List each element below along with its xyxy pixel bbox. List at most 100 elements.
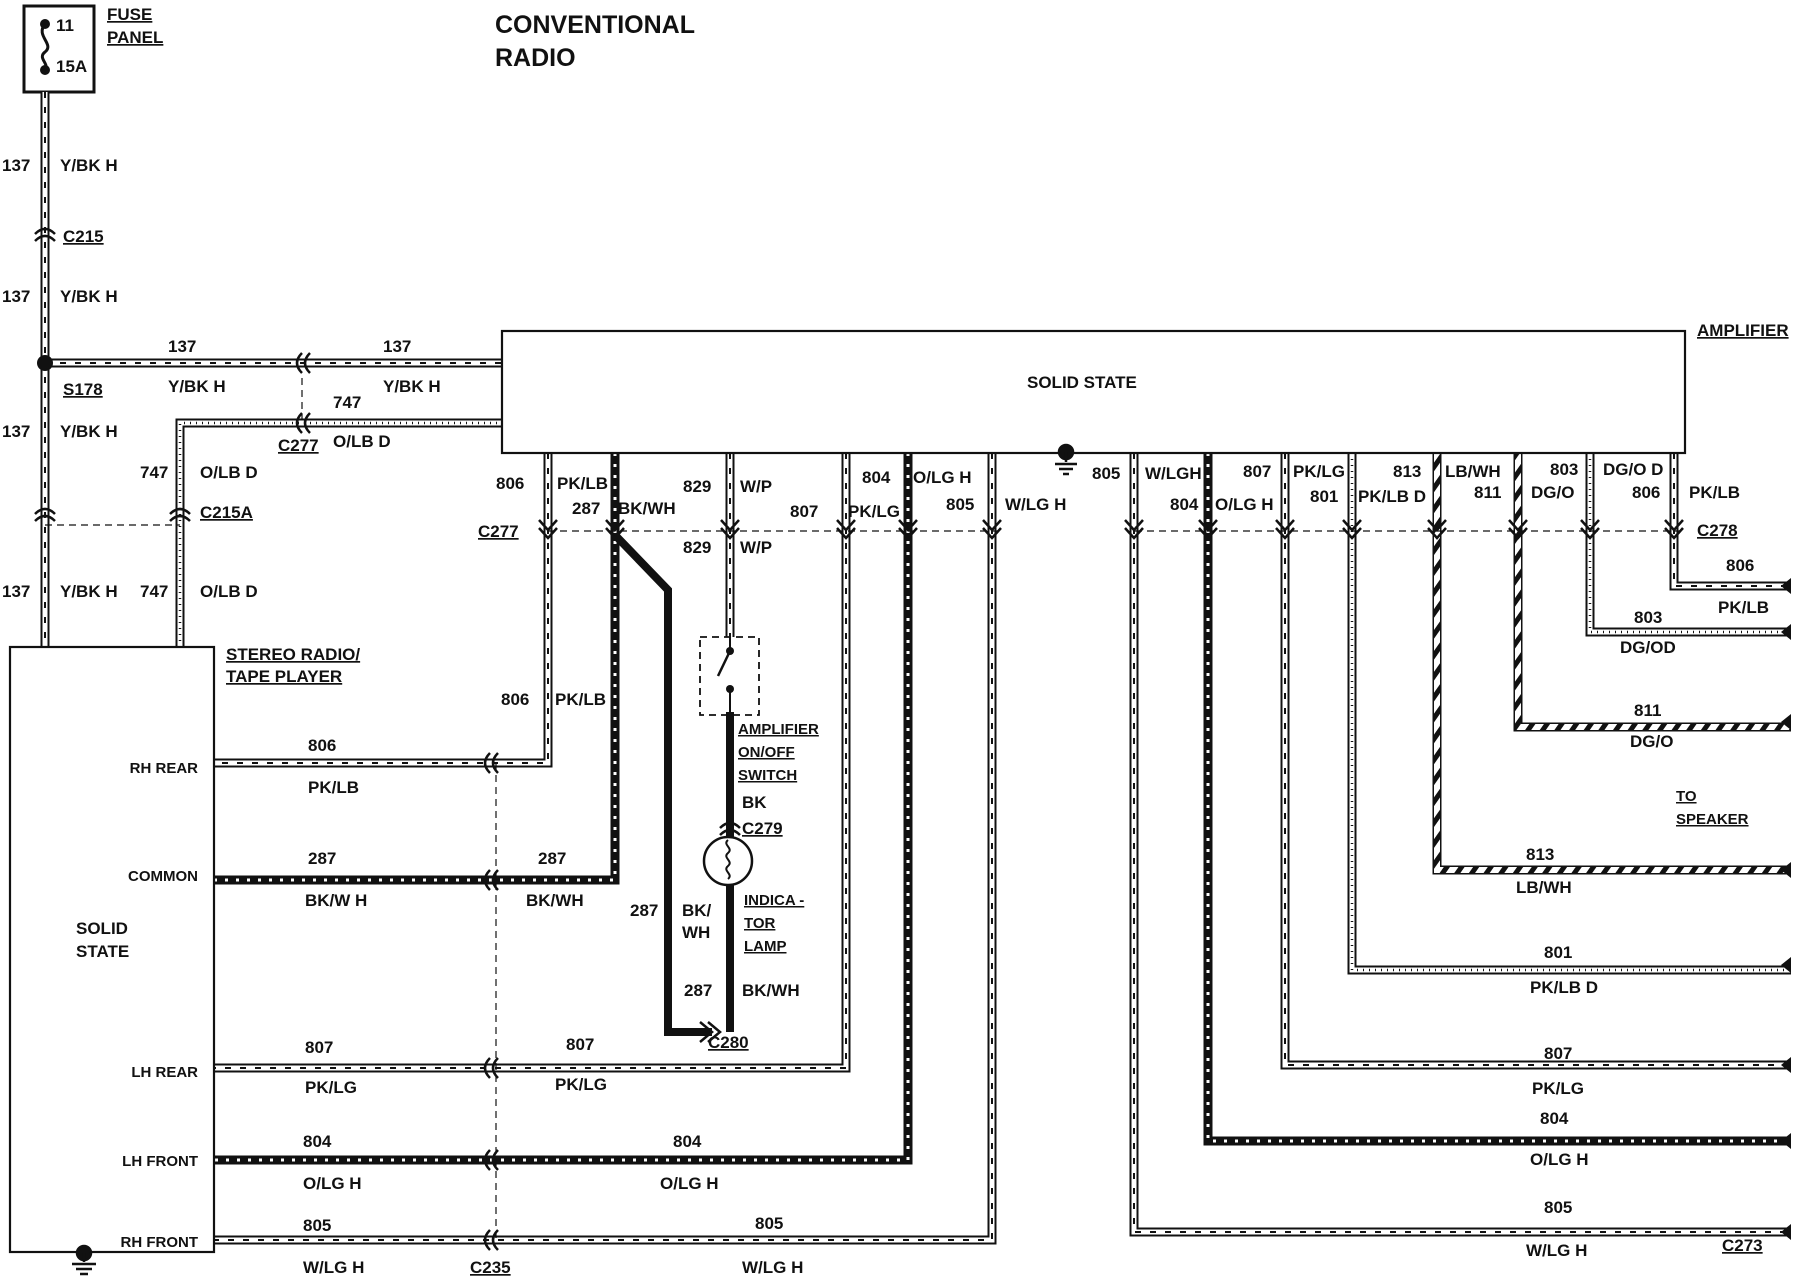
connector-pin [719, 821, 741, 836]
circuit-number: 804 [1170, 495, 1199, 514]
wire-color: O/LB D [200, 582, 258, 601]
connector-pin [483, 1057, 499, 1079]
fuse-panel-label-2: PANEL [107, 28, 163, 47]
terminal-rh-front: RH FRONT [121, 1234, 199, 1251]
wire-color: O/LG H [913, 468, 972, 487]
wire-805-speaker [1129, 453, 1791, 1237]
wire-color: BK/WH [742, 981, 800, 1000]
lamp-label-3: LAMP [744, 938, 787, 955]
circuit-number: 806 [1632, 483, 1660, 502]
wire-color: W/LGH [1145, 464, 1202, 483]
circuit-number: 287 [572, 499, 600, 518]
circuit-number: 287 [308, 849, 336, 868]
circuit-number: 747 [140, 463, 168, 482]
connector-pin [1664, 519, 1684, 540]
amp-output-labels-right: 805 W/LGH 804 O/LG H 807 PK/LG 801 PK/LB… [1092, 460, 1740, 514]
circuit-number: 287 [684, 981, 712, 1000]
circuit-number: 801 [1544, 943, 1572, 962]
circuit-number: 807 [790, 502, 818, 521]
circuit-number: 805 [755, 1214, 783, 1233]
wire-color: PK/LB [1689, 483, 1740, 502]
wire-color: Y/BK H [60, 287, 118, 306]
diagram-title-line1: CONVENTIONAL [495, 11, 695, 39]
wire-color: O/LG H [1215, 495, 1274, 514]
diagram-title-line2: RADIO [495, 44, 576, 72]
circuit-number: 806 [1726, 556, 1754, 575]
radio-body-line1: SOLID [76, 919, 128, 938]
wire-color: PK/LG [1532, 1079, 1584, 1098]
wire-804-speaker [1203, 453, 1791, 1146]
circuit-number: 803 [1634, 608, 1662, 627]
circuit-number: 137 [2, 287, 30, 306]
fuse-rating: 15A [56, 57, 87, 76]
circuit-number: 807 [1243, 462, 1271, 481]
label-c280: C280 [708, 1033, 749, 1052]
connector-pin [982, 519, 1002, 540]
wire-color: DG/O [1531, 483, 1574, 502]
circuit-number: 811 [1474, 483, 1501, 502]
wire-color: Y/BK H [60, 156, 118, 175]
circuit-number: 806 [308, 736, 336, 755]
circuit-number: 804 [1540, 1109, 1569, 1128]
wire-color: O/LG H [660, 1174, 719, 1193]
circuit-number: 803 [1550, 460, 1578, 479]
connector-pin [1580, 519, 1600, 540]
label-c279: C279 [742, 819, 783, 838]
label-c235: C235 [470, 1258, 511, 1277]
circuit-number: 137 [2, 422, 30, 441]
wire-807-radio [214, 453, 851, 1073]
connector-pin [34, 507, 56, 522]
circuit-number: 805 [1544, 1198, 1572, 1217]
label-s178: S178 [63, 380, 103, 399]
amplifier-body-text: SOLID STATE [1027, 373, 1137, 392]
wire-color: W/P [740, 538, 772, 557]
wire-color: BK/WH [526, 891, 584, 910]
circuit-number: 137 [383, 337, 411, 356]
wire-color: W/LG H [303, 1258, 364, 1277]
wire-color: LB/WH [1445, 462, 1501, 481]
fuse-icon [40, 23, 50, 71]
ground-icon [1055, 443, 1077, 476]
connector-pin [699, 1021, 722, 1043]
connector-pin [34, 227, 56, 242]
circuit-number: 811 [1634, 701, 1661, 720]
switch-icon [716, 650, 732, 677]
connector-pin [169, 507, 191, 522]
wire-color: PK/LB [308, 778, 359, 797]
circuit-number: 137 [2, 156, 30, 175]
wire-color: PK/LG [848, 502, 900, 521]
wire-color: WH [682, 923, 710, 942]
connector-pin [1275, 519, 1295, 540]
label-c215: C215 [63, 227, 104, 246]
circuit-number: 747 [333, 393, 361, 412]
switch-label-2: ON/OFF [738, 744, 795, 761]
lamp-label-2: TOR [744, 915, 776, 932]
circuit-number: 813 [1393, 462, 1421, 481]
circuit-number: 807 [305, 1038, 333, 1057]
wire-color: O/LG H [1530, 1150, 1589, 1169]
wire-color: O/LG H [303, 1174, 362, 1193]
radio-wire-labels: 806 PK/LB 287 BK/W H 287 BK/WH 807 PK/LG… [303, 736, 803, 1277]
radio-name-line1: STEREO RADIO/ [226, 645, 360, 664]
connector-pin [1342, 519, 1362, 540]
connector-pin [295, 352, 311, 374]
speaker-terminals [1781, 578, 1791, 1240]
switch-label-1: AMPLIFIER [738, 721, 819, 738]
circuit-number: 829 [683, 477, 711, 496]
wire-color: DG/O [1630, 732, 1673, 751]
label-c215a: C215A [200, 503, 253, 522]
connector-pin [720, 519, 740, 540]
circuit-number: 829 [683, 538, 711, 557]
wire-color: W/P [740, 477, 772, 496]
ground-icon [72, 1244, 96, 1276]
circuit-number: 137 [168, 337, 196, 356]
speaker-label-2: SPEAKER [1676, 811, 1749, 828]
connector-pin [1427, 519, 1447, 540]
connector-pin [1508, 519, 1528, 540]
connector-pin [295, 412, 311, 434]
fuse-number: 11 [56, 16, 74, 35]
wire-806-radio [214, 453, 553, 768]
wire-747 [175, 418, 502, 647]
wire-color: DG/OD [1620, 638, 1676, 657]
circuit-number: 813 [1526, 845, 1554, 864]
